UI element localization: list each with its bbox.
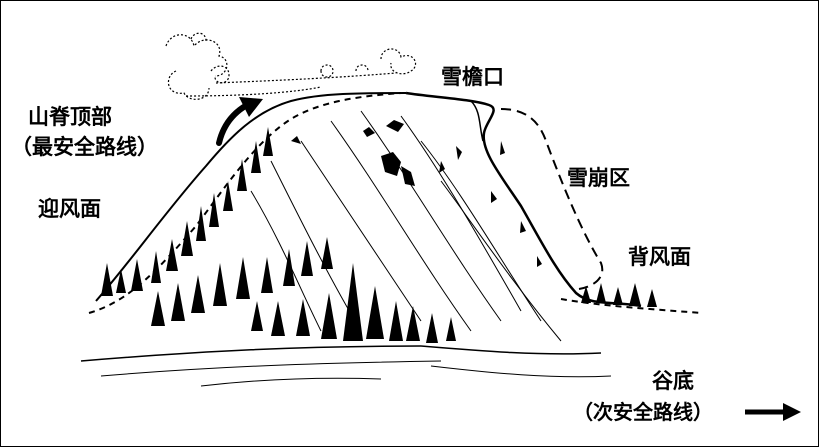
valley-route-note: （次安全路线） (573, 400, 713, 424)
cornice-label: 雪檐口 (441, 65, 504, 89)
valley-floor-label: 谷底 (652, 369, 694, 393)
rock-outcrops (291, 120, 542, 267)
tree-icon (101, 127, 657, 343)
route-arrow-icon (745, 403, 801, 421)
leeward-label: 背风面 (628, 245, 691, 269)
ridge-top-label: 山脊顶部 (28, 105, 112, 129)
windward-label: 迎风面 (38, 197, 101, 221)
avalanche-zone-label: 雪崩区 (567, 166, 630, 190)
mountain-outline (80, 91, 702, 387)
wind-arrow-icon (216, 97, 263, 146)
cloud-swirl-icon (165, 32, 416, 100)
ridge-route-note: （最安全路线） (11, 135, 158, 159)
